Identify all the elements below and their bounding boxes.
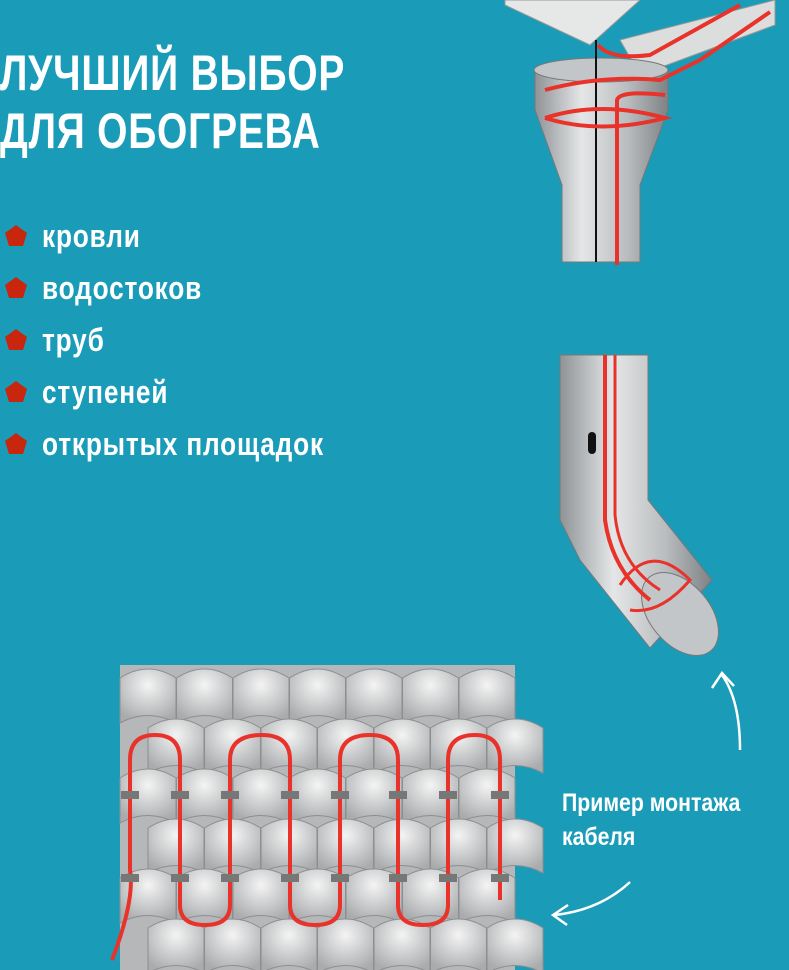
list-item: ступеней bbox=[4, 366, 386, 418]
cable-clip bbox=[171, 874, 189, 882]
roof-tile bbox=[176, 668, 233, 724]
roof-tile bbox=[232, 868, 290, 924]
cable-clip bbox=[121, 791, 139, 799]
roof-tile bbox=[119, 668, 177, 724]
cable-clip bbox=[389, 791, 407, 799]
list-item: открытых площадок bbox=[4, 418, 386, 470]
cable-clip bbox=[121, 874, 139, 882]
roof-tile bbox=[402, 668, 459, 724]
roof-tile bbox=[430, 918, 487, 970]
cable-clip bbox=[389, 874, 407, 882]
cable-clip bbox=[331, 874, 349, 882]
cable-clip bbox=[439, 791, 457, 799]
roof-tile bbox=[486, 818, 544, 874]
roof-tile bbox=[345, 668, 403, 724]
roof-tile bbox=[430, 818, 487, 874]
pentagon-icon bbox=[5, 381, 27, 402]
roof-tile bbox=[486, 918, 544, 970]
pentagon-icon bbox=[5, 329, 27, 350]
roof-tile bbox=[260, 918, 318, 970]
roof-tile bbox=[204, 918, 261, 970]
pentagon-icon bbox=[5, 277, 27, 298]
pentagon-icon bbox=[5, 433, 27, 454]
list-item: кровли bbox=[4, 210, 386, 262]
curved-arrow-icon bbox=[710, 670, 742, 751]
roof-tile bbox=[373, 818, 431, 874]
cable-clip bbox=[491, 791, 509, 799]
cable-clip bbox=[281, 874, 299, 882]
roof-tile bbox=[373, 718, 431, 774]
roof-tile bbox=[147, 918, 205, 970]
headline: ЛУЧШИЙ ВЫБОР ДЛЯ ОБОГРЕВА bbox=[0, 44, 345, 160]
curved-arrow-icon bbox=[550, 881, 631, 927]
headline-line-2: ДЛЯ ОБОГРЕВА bbox=[0, 103, 321, 159]
roof-tiles-illustration bbox=[110, 665, 544, 970]
pentagon-icon bbox=[5, 225, 27, 246]
roof-tile bbox=[232, 668, 290, 724]
headline-line-1: ЛУЧШИЙ ВЫБОР bbox=[0, 45, 346, 101]
cable-clip bbox=[221, 874, 239, 882]
cable-clip bbox=[331, 791, 349, 799]
roof-tile bbox=[317, 818, 374, 874]
list-item: труб bbox=[4, 314, 386, 366]
gutter-funnel-illustration bbox=[504, 0, 776, 265]
roof-tile bbox=[458, 668, 516, 724]
cable-clip bbox=[171, 791, 189, 799]
cable-clip bbox=[439, 874, 457, 882]
list-item: водостоков bbox=[4, 262, 386, 314]
roof-tile bbox=[373, 918, 431, 970]
roof-tile bbox=[232, 768, 290, 824]
downpipe-elbow-illustration bbox=[559, 354, 719, 657]
roof-tile bbox=[147, 818, 205, 874]
cable-clip bbox=[221, 791, 239, 799]
installation-caption: Пример монтажа кабеля bbox=[562, 789, 741, 851]
roof-tile bbox=[430, 718, 487, 774]
roof-tile bbox=[204, 818, 261, 874]
uses-list: кровли водостоков труб ступеней открытых… bbox=[4, 210, 386, 470]
roof-tile bbox=[317, 918, 374, 970]
cable-clip bbox=[281, 791, 299, 799]
roof-tile bbox=[289, 668, 346, 724]
cable-clip bbox=[491, 874, 509, 882]
